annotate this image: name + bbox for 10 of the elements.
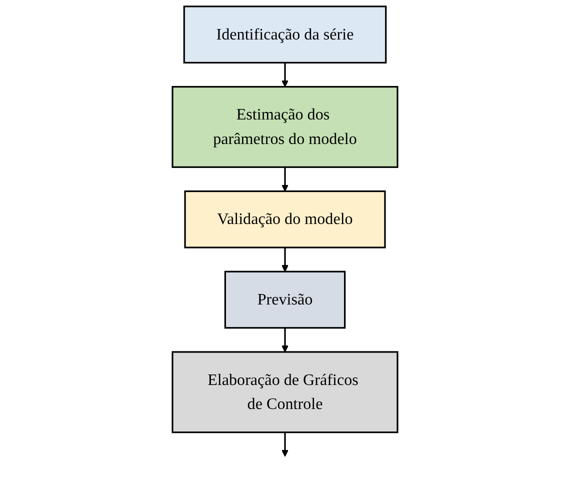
arrow [280, 328, 288, 352]
node-box: Identificação da série [182, 6, 386, 64]
arrow [280, 248, 288, 272]
arrow [280, 167, 288, 192]
node-box: Validação do modelo [184, 190, 386, 248]
arrow [280, 62, 288, 88]
node-box: Estimação dos parâmetros do modelo [171, 86, 398, 168]
node-box: Previsão [224, 270, 346, 329]
node-box: Elaboração de Gráficos de Controle [171, 351, 398, 434]
arrow [280, 432, 288, 457]
